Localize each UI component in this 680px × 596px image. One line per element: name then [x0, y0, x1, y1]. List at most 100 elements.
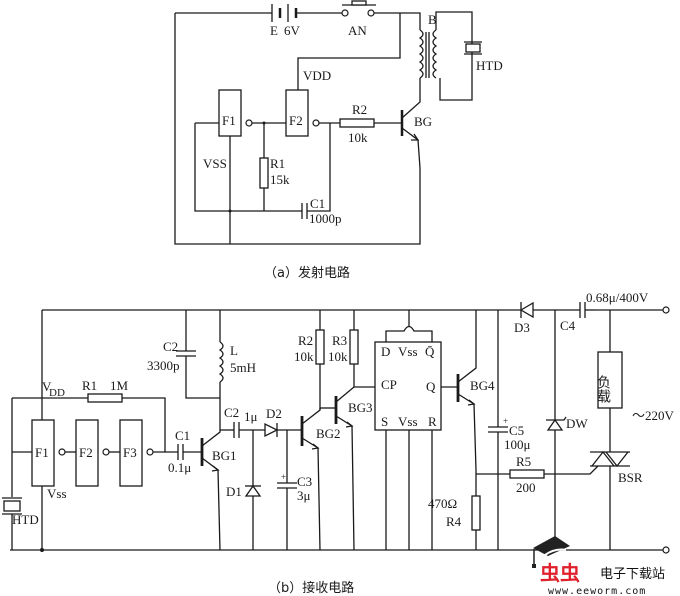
- transducer-label: HTD: [476, 58, 503, 73]
- ff-cp-label: CP: [381, 377, 397, 392]
- gate-f3-rx: [119, 419, 143, 487]
- gate-f2-label: F2: [289, 113, 303, 128]
- load-box: [597, 351, 623, 409]
- gate-f2-tx: [285, 89, 309, 137]
- mains-terminal-bottom: [662, 546, 670, 554]
- gate-f1-rx-label: F1: [35, 445, 49, 460]
- watermark-brand: 虫虫: [540, 561, 580, 585]
- vdd-label-v: V: [42, 379, 52, 394]
- bg1-label: BG1: [212, 448, 237, 463]
- dw-label: DW: [566, 416, 588, 431]
- c5-plus-sign: +: [503, 416, 508, 426]
- r2-label: R2: [352, 102, 367, 117]
- r1-label: R1: [270, 156, 285, 171]
- r3-rx-value: 10k: [328, 349, 348, 364]
- vdd-label: VDD: [303, 68, 331, 83]
- c3-plus-sign: +: [281, 472, 286, 482]
- triac-bsr: [590, 450, 630, 468]
- ff-qbar-label: Q̄: [425, 344, 435, 359]
- c2-tank-label: C2: [163, 339, 178, 354]
- c3-value: 3μ: [297, 488, 311, 503]
- gate-f2-rx: [75, 419, 99, 487]
- zener-dw: [546, 416, 567, 431]
- watermark-url: www.eeworm.com: [548, 586, 646, 596]
- r5-label: R5: [516, 454, 531, 469]
- inductor-label: L: [230, 343, 238, 358]
- vss-rx-label: Vss: [47, 486, 67, 501]
- mains-terminal-top: [662, 306, 670, 314]
- capacitor-c5: [488, 426, 508, 433]
- ff-vss-top-label: Vss: [398, 344, 418, 359]
- d2-label: D2: [266, 406, 282, 421]
- ff-d-label: D: [381, 344, 390, 359]
- r4-value: 470Ω: [428, 496, 457, 511]
- resistor-r1-rx: [87, 393, 123, 403]
- bg3-label: BG3: [348, 400, 373, 415]
- c2-value: 1μ: [244, 409, 258, 424]
- resistor-r4: [471, 495, 481, 531]
- caption-a: （a）发射电路: [264, 265, 350, 281]
- gate-f3-rx-label: F3: [123, 445, 137, 460]
- bg2-label: BG2: [316, 426, 341, 441]
- receiver-circuit: V DD R1 1M HTD F1 F2 F3 Vss: [2, 290, 675, 596]
- c1-value: 1000p: [309, 211, 342, 226]
- r5-value: 200: [516, 480, 536, 495]
- vdd-label-sub: DD: [49, 387, 65, 399]
- load-label-1: 负载: [595, 375, 611, 404]
- capacitor-c1-rx: [177, 444, 184, 460]
- ff-r-label: R: [428, 414, 437, 429]
- resistor-r2-tx: [339, 118, 375, 128]
- r2-rx-value: 10k: [294, 349, 314, 364]
- gate-f2-rx-label: F2: [79, 445, 93, 460]
- transistor-bg3: [334, 386, 375, 551]
- watermark-tagline: 电子下载站: [600, 567, 665, 582]
- transistor-label: BG: [414, 114, 432, 129]
- transistor-bg1: [200, 400, 221, 551]
- graduation-cap-icon: [532, 536, 570, 568]
- resistor-r5: [509, 469, 545, 479]
- c2-label: C2: [224, 405, 239, 420]
- d1-label: D1: [226, 484, 242, 499]
- r4-label: R4: [446, 514, 462, 529]
- c4-label: C4: [560, 318, 576, 333]
- c5-label: C5: [509, 423, 524, 438]
- mains-label: ～220V: [632, 408, 675, 423]
- transistor-bg4: [456, 310, 477, 471]
- battery-value: 6V: [284, 23, 301, 38]
- switch-an[interactable]: [341, 0, 376, 17]
- htd-rx-label: HTD: [12, 512, 39, 527]
- capacitor-c1-tx: [301, 203, 308, 219]
- resistor-r2-rx: [315, 329, 325, 365]
- transformer-label: B: [428, 12, 437, 27]
- transducer-htd-tx: [464, 41, 482, 55]
- c1-label: C1: [310, 196, 325, 211]
- battery-label: E: [270, 23, 278, 38]
- resistor-r1-tx: [259, 157, 269, 189]
- r2-value: 10k: [348, 130, 368, 145]
- r1-rx-value: 1M: [110, 378, 129, 393]
- flipflop-ic: [374, 341, 442, 431]
- bg4-label: BG4: [470, 378, 495, 393]
- diode-d1: [244, 484, 262, 497]
- caption-b: （b）接收电路: [268, 580, 354, 596]
- ff-q-label: Q: [426, 379, 436, 394]
- switch-label: AN: [348, 23, 367, 38]
- r1-rx-label: R1: [82, 378, 97, 393]
- inductor-value: 5mH: [230, 360, 256, 375]
- r2-rx-label: R2: [298, 333, 313, 348]
- gate-f1-rx: [31, 419, 55, 487]
- inductor-l: [218, 341, 224, 383]
- r1-value: 15k: [270, 172, 290, 187]
- transformer-b: [418, 29, 438, 79]
- c2-tank-value: 3300p: [147, 358, 180, 373]
- diode-d3: [519, 301, 534, 319]
- d3-label: D3: [514, 320, 530, 335]
- capacitor-c2: [233, 422, 240, 438]
- battery-e: [271, 4, 298, 22]
- bsr-label: BSR: [618, 470, 643, 485]
- c4-value: 0.68μ/400V: [586, 290, 649, 305]
- ff-s-label: S: [381, 414, 388, 429]
- c1-rx-label: C1: [175, 428, 190, 443]
- c3-label: C3: [297, 474, 312, 489]
